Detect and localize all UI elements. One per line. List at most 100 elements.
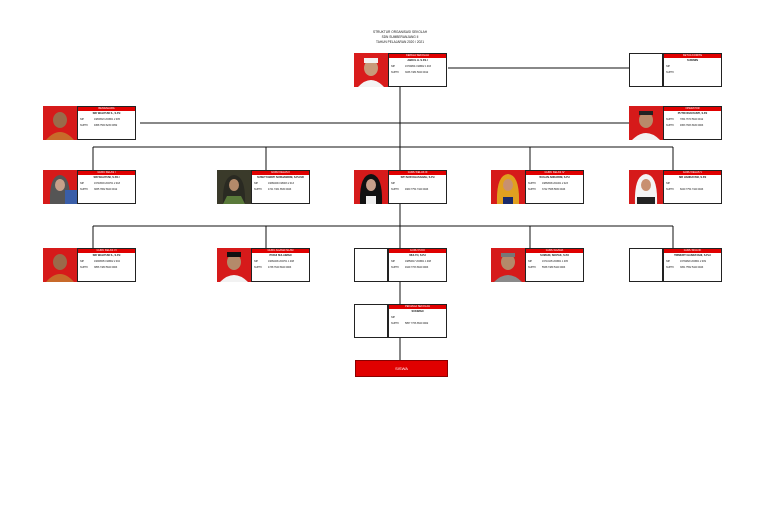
org-card-guru6: GURU KELAS VISRI WAHYUNI S., S.PdNIP1969… bbox=[43, 248, 136, 282]
person-photo-image bbox=[629, 106, 663, 140]
id-label: NUPTK bbox=[391, 321, 405, 327]
id-value: 3036 7484 5020 0012 bbox=[405, 71, 428, 74]
person-photo-image bbox=[629, 170, 663, 204]
id-label: NUPTK bbox=[254, 187, 268, 193]
person-photo-image bbox=[43, 170, 77, 204]
card-panel: KETUA KOMITESUKIMINNIPNUPTK bbox=[663, 53, 722, 87]
id-value: 19730820 200801 2 009 bbox=[680, 260, 706, 263]
id-value: 19690505 199802 2 002 bbox=[94, 260, 120, 263]
card-panel: GURU AGAMA ISLAMPUDJI SULAIMANNIP1966040… bbox=[251, 248, 310, 282]
id-value: 19700801 199802 1 003 bbox=[405, 65, 431, 68]
id-value: 4953 7663 6630 0003 bbox=[680, 124, 703, 127]
id-value: 9458 7560 6230 0052 bbox=[94, 124, 117, 127]
id-label: NUPTK bbox=[528, 265, 542, 271]
org-card-pjok: GURU PJOKMULYO, S.PdNIP19850617 200801 1… bbox=[354, 248, 447, 282]
id-label: NUPTK bbox=[666, 265, 680, 271]
id-row: NUPTK5857 7766 6520 0002 bbox=[389, 321, 446, 327]
photo-placeholder bbox=[354, 248, 388, 282]
id-label: NUPTK bbox=[80, 123, 94, 129]
person-photo bbox=[491, 248, 525, 282]
photo-placeholder bbox=[629, 53, 663, 87]
id-row: NUPTK3856 7480 5620 0003 bbox=[78, 265, 135, 271]
id-value: 19680409 198303 2 013 bbox=[268, 182, 294, 185]
person-photo-image bbox=[217, 248, 251, 282]
person-photo bbox=[629, 106, 663, 140]
id-value: 3742 7568 5830 0043 bbox=[542, 188, 565, 191]
id-value: 7054 7670 5620 0012 bbox=[680, 118, 703, 121]
id-row: NUPTK4953 7663 6630 0003 bbox=[664, 123, 721, 129]
id-value: 5538 7489 5420 0003 bbox=[542, 266, 565, 269]
id-label: NUPTK bbox=[254, 265, 268, 271]
id-label: NUPTK bbox=[666, 70, 680, 76]
id-value: 19710105 200801 1 005 bbox=[542, 260, 568, 263]
id-value: 4960 7754 7420 0023 bbox=[405, 188, 428, 191]
org-card-guru3: GURU KELAS IIISITI NUR KHASANAH, S.PdNIP… bbox=[354, 170, 447, 204]
id-label: NUPTK bbox=[666, 187, 680, 193]
id-row: NUPTK3036 7484 5020 0012 bbox=[389, 70, 446, 76]
id-value: 19800523 200801 2 005 bbox=[94, 118, 120, 121]
id-value: 19660406 200701 1 008 bbox=[268, 260, 294, 263]
org-card-agama2: GURU AGAMASUMADI, SM.PAK, S.PdNIP1971010… bbox=[491, 248, 584, 282]
id-value: 4741 7461 6530 0023 bbox=[268, 188, 291, 191]
person-photo-image bbox=[43, 106, 77, 140]
person-photo bbox=[354, 170, 388, 204]
person-photo bbox=[43, 248, 77, 282]
org-card-guru5: GURU KELAS VSRI HANDAYANI, S.PdNIPNUPTK6… bbox=[629, 170, 722, 204]
school-year: TAHUN PELAJARAN 2020 / 2021 bbox=[300, 40, 500, 45]
person-photo bbox=[629, 170, 663, 204]
id-row: NUPTK9458 7560 6230 0052 bbox=[78, 123, 135, 129]
org-card-operator: OPERATORPUTRI WIJAYANTI, S.PdNUPTK7054 7… bbox=[629, 106, 722, 140]
id-label: NUPTK bbox=[80, 187, 94, 193]
org-card-guru2: GURU KELAS IISUSETYAWATI NURHANDINI, S.P… bbox=[217, 170, 310, 204]
id-value: 19850617 200801 1 008 bbox=[405, 260, 431, 263]
card-panel: OPERATORPUTRI WIJAYANTI, S.PdNUPTK7054 7… bbox=[663, 106, 722, 140]
id-value: 3856 7480 5620 0003 bbox=[94, 266, 117, 269]
card-panel: GURU KELAS IVWULAN ANDARINI, S.PdNUPTK19… bbox=[525, 170, 584, 204]
id-row: NUPTK bbox=[664, 70, 721, 76]
person-photo bbox=[43, 170, 77, 204]
id-value: 4738 7640 6620 0003 bbox=[268, 266, 291, 269]
id-row: NUPTK4949 7763 6620 0003 bbox=[389, 265, 446, 271]
photo-placeholder bbox=[629, 248, 663, 282]
id-label: NUPTK bbox=[80, 265, 94, 271]
id-value: 3051 7552 5420 0023 bbox=[680, 266, 703, 269]
id-value: 19860506 201001 2 023 bbox=[542, 182, 568, 185]
card-panel: GURU KELAS IIISITI NUR KHASANAH, S.PdNIP… bbox=[388, 170, 447, 204]
id-row: NUPTK3742 7568 5830 0043 bbox=[526, 187, 583, 193]
person-photo bbox=[43, 106, 77, 140]
person-photo-image bbox=[43, 248, 77, 282]
id-label: NUPTK bbox=[666, 123, 680, 129]
org-card-guru4: GURU KELAS IVWULAN ANDARINI, S.PdNUPTK19… bbox=[491, 170, 584, 204]
person-photo bbox=[217, 248, 251, 282]
org-card-kepala: KEPALA SEKOLAHABDUL H. S.Pd.INIP19700801… bbox=[354, 53, 447, 87]
person-photo bbox=[491, 170, 525, 204]
org-card-pai: GURU AGAMA ISLAMPUDJI SULAIMANNIP1966040… bbox=[217, 248, 310, 282]
id-label: NUPTK bbox=[391, 187, 405, 193]
person-photo-image bbox=[491, 248, 525, 282]
id-label: NUPTK bbox=[391, 70, 405, 76]
person-photo-image bbox=[354, 53, 388, 87]
id-label: NUPTK bbox=[391, 265, 405, 271]
id-label: NUPTK bbox=[528, 187, 542, 193]
person-photo bbox=[354, 53, 388, 87]
photo-placeholder bbox=[354, 304, 388, 338]
person-photo-image bbox=[491, 170, 525, 204]
id-value: 6040 7754 7420 0023 bbox=[680, 188, 703, 191]
